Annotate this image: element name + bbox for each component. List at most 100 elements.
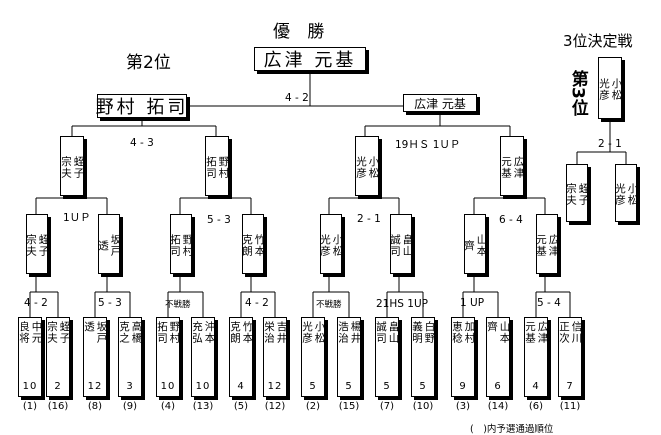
quarterfinal-player-box-text: 克朗 — [241, 234, 253, 257]
third-place-rank-label: 第3位 — [567, 70, 588, 116]
quarterfinal-player-box: 野村拓司 — [169, 214, 194, 274]
player-box-text: 小松 — [313, 321, 326, 344]
player-box-text: 元基 — [524, 321, 536, 344]
quarterfinal-player-box-text: 蛭子 — [37, 234, 50, 257]
player-box-text: 栄治 — [263, 321, 275, 344]
quarterfinal-player-box-text: 小松 — [331, 234, 344, 257]
semifinal-score-left: 4 - 3 — [130, 137, 154, 149]
quarterfinal-player-box-text: 坂戸 — [109, 234, 122, 257]
semifinal-player-box: 野村拓司 — [205, 136, 230, 196]
player-box-text: 蛭子 — [58, 321, 71, 344]
semifinal-score-right: 19ＨＳ 1ＵＰ — [395, 139, 461, 151]
third-place-player-box-text: 小松 — [626, 183, 639, 206]
footnote: ( )内予選通過順位 — [470, 424, 554, 435]
final-score: 4 - 2 — [285, 92, 309, 104]
seed-number: 5 — [345, 381, 353, 392]
qualifying-order: (6) — [528, 401, 544, 412]
player-box-text: 吉井 — [275, 321, 288, 344]
player-box: 野村拓司 10 — [156, 317, 181, 397]
third-place-winner-box-text: 小松 — [610, 78, 623, 101]
champion-name: 広津 元基 — [263, 50, 357, 71]
semifinal-player-box-text: 元基 — [500, 156, 512, 179]
champion-box: 広津 元基 — [254, 47, 366, 71]
quarterfinal-score: 5 - 3 — [207, 214, 231, 226]
player-box-text: 沖本 — [203, 321, 216, 344]
quarterfinal-score: 2 - 1 — [357, 213, 381, 225]
round1-score: 5 - 3 — [98, 297, 122, 309]
seed-number: 4 — [237, 381, 245, 392]
player-box-text: 竹本 — [241, 321, 254, 344]
player-box: 竹本克朗 4 — [229, 317, 254, 397]
player-box: 吉井栄治 12 — [263, 317, 288, 397]
round1-score: 5 - 4 — [537, 297, 561, 309]
third-place-title: 3位決定戦 — [563, 32, 633, 50]
quarterfinal-player-box-text: 透 — [97, 239, 109, 252]
qualifying-order: (4) — [160, 401, 176, 412]
semifinal-player-box-text: 拓司 — [205, 156, 217, 179]
quarterfinal-player-box-text: 野村 — [181, 234, 194, 257]
qualifying-order: (8) — [87, 401, 103, 412]
seed-number: 10 — [160, 381, 176, 392]
player-box-text: 野村 — [168, 321, 181, 344]
quarterfinal-player-box-text: 光彦 — [319, 234, 331, 257]
player-box-text: 坂戸 — [95, 321, 108, 344]
third-place-winner-box-text: 光彦 — [598, 78, 610, 101]
player-box-text: 良将 — [18, 321, 30, 344]
seed-number: 12 — [267, 381, 283, 392]
semifinal-player-box-text: 野村 — [217, 156, 230, 179]
third-place-winner-box: 小松光彦 — [598, 57, 623, 119]
seed-number: 5 — [419, 381, 427, 392]
seed-number: 7 — [566, 381, 574, 392]
quarterfinal-player-box-text: 齊 — [463, 239, 475, 252]
qualifying-order: (1) — [22, 401, 38, 412]
player-box-text: 拓司 — [156, 321, 168, 344]
qualifying-order: (10) — [412, 401, 434, 412]
qualifying-order: (11) — [559, 401, 581, 412]
seed-number: 10 — [22, 381, 38, 392]
quarterfinal-player-box-text: 広津 — [547, 234, 560, 257]
player-box-text: 正次 — [558, 321, 570, 344]
seed-number: 2 — [54, 381, 62, 392]
player-box-text: 光彦 — [301, 321, 313, 344]
semifinal-player-box-text: 宗夫 — [60, 156, 72, 179]
semifinal-player-box-text: 光彦 — [355, 156, 367, 179]
player-box-text: 白野 — [423, 321, 436, 344]
round1-score: 不戦勝 — [165, 300, 191, 310]
player-box-text: 克之 — [118, 321, 130, 344]
quarterfinal-player-box-text: 誠司 — [389, 234, 401, 257]
round1-score: 4 - 2 — [245, 297, 269, 309]
player-box-text: 中元 — [30, 321, 43, 344]
player-box-text: 恵稔 — [451, 321, 463, 344]
qualifying-order: (3) — [455, 401, 471, 412]
runner-up-name: 野村 拓司 — [95, 97, 189, 118]
quarterfinal-player-box-text: 元基 — [535, 234, 547, 257]
qualifying-order: (13) — [192, 401, 214, 412]
qualifying-order: (12) — [264, 401, 286, 412]
player-box: 中元良将 10 — [18, 317, 43, 397]
semifinal-player-box-text: 蛭子 — [72, 156, 85, 179]
player-box-text: 畠山 — [387, 321, 400, 344]
player-box-text: 克朗 — [229, 321, 241, 344]
quarterfinal-player-box: 竹本克朗 — [241, 214, 266, 274]
seed-number: 3 — [126, 381, 134, 392]
player-box: 高橋克之 3 — [118, 317, 143, 397]
qualifying-order: (14) — [487, 401, 509, 412]
player-box-text: 透 — [83, 321, 95, 333]
third-place-player-box: 小松光彦 — [614, 164, 639, 222]
quarterfinal-score: 6 - 4 — [499, 214, 523, 226]
quarterfinal-player-box-text: 畠山 — [401, 234, 414, 257]
quarterfinal-player-box-text: 竹本 — [253, 234, 266, 257]
seed-number: 4 — [532, 381, 540, 392]
third-place-player-box: 蛭子宗夫 — [565, 164, 590, 222]
player-box-text: 充弘 — [191, 321, 203, 344]
seed-number: 6 — [494, 381, 502, 392]
player-box-text: 高橋 — [130, 321, 143, 344]
qualifying-order: (7) — [379, 401, 395, 412]
finalist-right-box: 広津 元基 — [403, 94, 477, 112]
quarterfinal-player-box-text: 山本 — [475, 234, 488, 257]
quarterfinal-player-box: 山本齊 — [463, 214, 488, 274]
